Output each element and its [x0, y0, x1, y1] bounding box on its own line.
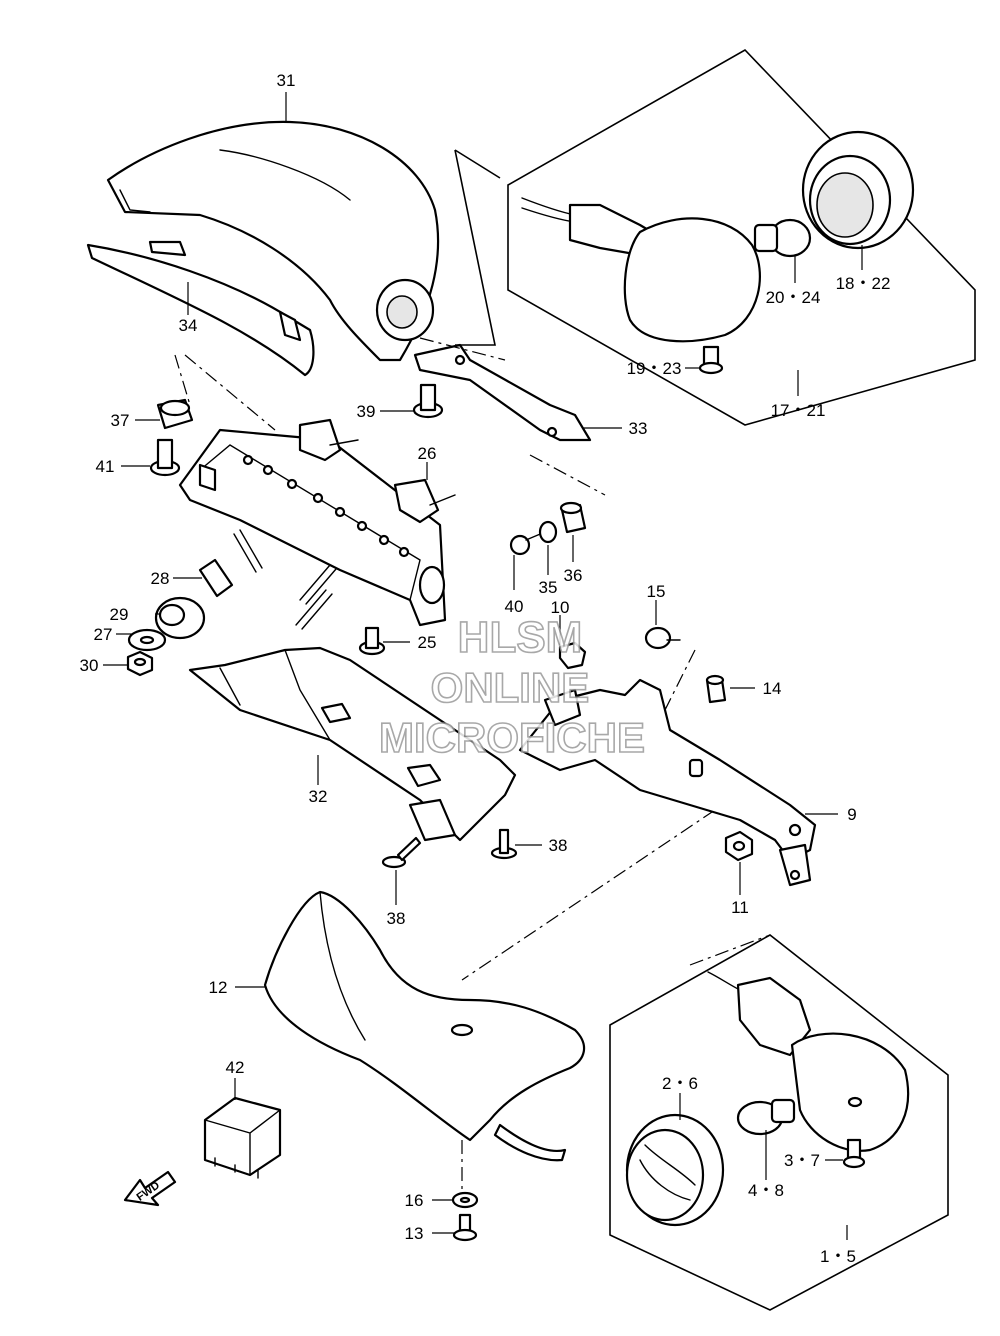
- part-label-16[interactable]: 16: [405, 1191, 424, 1210]
- part-labels: 31 34 37 41 39 26 33 28 29 27 30 25 40 3…: [80, 71, 891, 1266]
- turn-signal-screw[interactable]: [698, 345, 724, 375]
- part-label-39[interactable]: 39: [357, 402, 376, 421]
- cushion[interactable]: [154, 596, 206, 640]
- part-label-19-23[interactable]: 19・23: [627, 359, 682, 378]
- rear-turn-signal-frame: [454, 48, 976, 426]
- part-label-3-7[interactable]: 3・7: [784, 1151, 820, 1170]
- mounting-studs[interactable]: [233, 439, 456, 630]
- part-label-13[interactable]: 13: [405, 1224, 424, 1243]
- watermark: HLSM ONLINE MICROFICHE: [378, 612, 646, 762]
- collar[interactable]: [198, 558, 234, 598]
- assembly-guide-line: [419, 337, 506, 361]
- part-label-38a[interactable]: 38: [549, 836, 568, 855]
- part-label-37[interactable]: 37: [111, 411, 130, 430]
- signal-bracket[interactable]: [413, 343, 592, 442]
- front-turn-signal-screw[interactable]: [842, 1138, 866, 1169]
- screw-15[interactable]: [644, 626, 681, 650]
- watermark-line-1: HLSM: [458, 613, 583, 662]
- turn-signal-bulb[interactable]: [753, 218, 812, 258]
- turn-signal-bracket-9[interactable]: [518, 678, 817, 887]
- part-label-4-8[interactable]: 4・8: [748, 1181, 784, 1200]
- part-label-18-22[interactable]: 18・22: [836, 274, 891, 293]
- lower-bracket[interactable]: [188, 646, 517, 842]
- part-label-20-24[interactable]: 20・24: [766, 288, 821, 307]
- part-label-29[interactable]: 29: [110, 605, 129, 624]
- part-label-26[interactable]: 26: [418, 444, 437, 463]
- assembly-guide-line: [529, 454, 606, 496]
- turn-signal-housing[interactable]: [521, 197, 761, 343]
- front-turn-signal-housing[interactable]: [707, 971, 910, 1152]
- forward-direction-arrow-icon: [123, 1170, 177, 1207]
- washer-16[interactable]: [451, 1191, 479, 1209]
- part-label-36[interactable]: 36: [564, 566, 583, 585]
- watermark-line-3: MICROFICHE: [379, 714, 645, 761]
- part-label-25[interactable]: 25: [418, 633, 437, 652]
- bolt-25[interactable]: [358, 626, 386, 656]
- part-label-27[interactable]: 27: [94, 625, 113, 644]
- nut-14[interactable]: [705, 674, 727, 704]
- washer[interactable]: [127, 628, 167, 652]
- bolt-39[interactable]: [412, 383, 444, 419]
- part-label-10[interactable]: 10: [551, 598, 570, 617]
- part-label-30[interactable]: 30: [80, 656, 99, 675]
- part-label-14[interactable]: 14: [763, 679, 782, 698]
- washer-35[interactable]: [538, 520, 558, 544]
- push-rivet-38a[interactable]: [490, 828, 518, 860]
- assembly-guide-line: [174, 354, 191, 406]
- part-label-28[interactable]: 28: [151, 569, 170, 588]
- front-turn-signal-bulb[interactable]: [736, 1098, 796, 1136]
- part-label-11[interactable]: 11: [731, 898, 749, 917]
- screw-13[interactable]: [452, 1213, 478, 1242]
- part-label-38b[interactable]: 38: [387, 909, 406, 928]
- assembly-guide-line: [461, 809, 716, 981]
- front-turn-signal-lens[interactable]: [625, 1113, 725, 1227]
- part-label-41[interactable]: 41: [96, 457, 115, 476]
- assembly-guide-line: [689, 934, 771, 966]
- part-label-31[interactable]: 31: [277, 71, 296, 90]
- nut-10[interactable]: [558, 641, 587, 670]
- rear-fender-cover[interactable]: [106, 120, 440, 362]
- reflector-strip[interactable]: [86, 240, 315, 377]
- part-label-1-5[interactable]: 1・5: [820, 1247, 856, 1266]
- part-label-40[interactable]: 40: [505, 597, 524, 616]
- part-label-12[interactable]: 12: [209, 978, 228, 997]
- part-label-9[interactable]: 9: [847, 805, 856, 824]
- part-label-32[interactable]: 32: [309, 787, 328, 806]
- leader-lines: [103, 92, 863, 1240]
- nut[interactable]: [126, 650, 154, 677]
- watermark-line-2: ONLINE: [431, 664, 590, 711]
- part-label-17-21[interactable]: 17・21: [771, 401, 826, 420]
- push-rivet-38b[interactable]: [381, 836, 422, 869]
- tail-light-bracket[interactable]: [178, 418, 447, 627]
- part-label-33[interactable]: 33: [629, 419, 648, 438]
- part-label-42[interactable]: 42: [226, 1058, 245, 1077]
- rubber-cushion[interactable]: [156, 398, 194, 430]
- collar-36[interactable]: [559, 501, 587, 534]
- lower-tail-cover[interactable]: [263, 890, 586, 1162]
- nut-11[interactable]: [724, 830, 754, 862]
- bolt-41[interactable]: [149, 438, 181, 477]
- flasher-relay[interactable]: [203, 1096, 282, 1179]
- assembly-guide-line: [184, 354, 276, 431]
- part-label-35[interactable]: 35: [539, 578, 558, 597]
- turn-signal-lens[interactable]: [801, 130, 915, 250]
- part-label-34[interactable]: 34: [179, 316, 198, 335]
- front-turn-signal-frame: [609, 934, 949, 1311]
- part-label-15[interactable]: 15: [647, 582, 666, 601]
- part-label-2-6[interactable]: 2・6: [662, 1074, 698, 1093]
